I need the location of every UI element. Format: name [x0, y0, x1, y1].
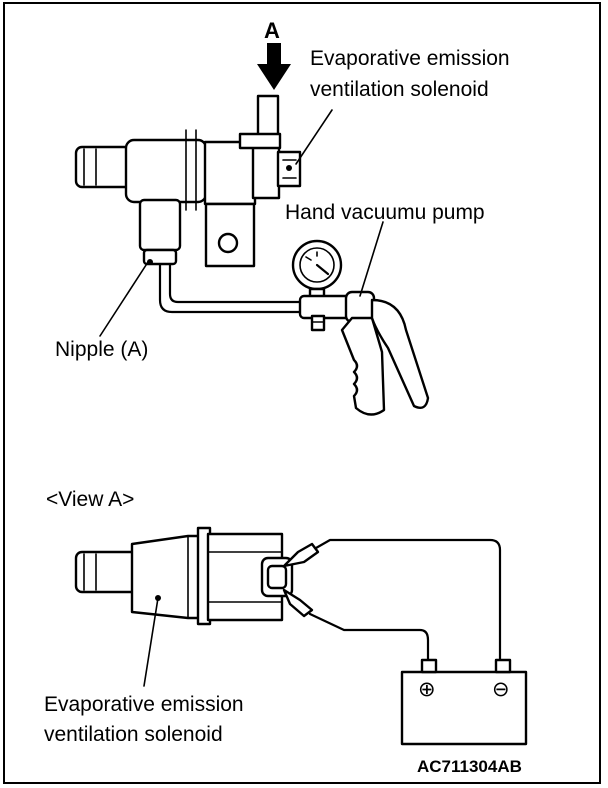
pump-nozzle — [310, 314, 326, 332]
battery-case — [400, 670, 528, 746]
figure-code: AC711304AB — [417, 757, 522, 776]
diagram-frame — [3, 2, 601, 784]
solenoid-label-top-line1: Evaporative emission — [310, 47, 510, 70]
nipple-body — [138, 198, 182, 252]
wire-to-negative — [314, 538, 502, 664]
solenoid-label-top-line2: ventilation solenoid — [310, 78, 489, 101]
wire-to-positive — [308, 612, 430, 664]
view-a-inlet-pipe — [74, 550, 142, 594]
test-leads — [282, 538, 502, 664]
pump-label: Hand vacuumu pump — [285, 201, 485, 224]
vacuum-hose-outer — [158, 262, 302, 314]
view-arrow-letter: A — [264, 18, 280, 43]
battery-minus-icon: ⊖ — [492, 678, 510, 701]
battery-terminal-positive — [420, 658, 438, 674]
leader-pump — [359, 221, 384, 297]
hand-vacuum-pump — [291, 239, 430, 416]
battery-plus-icon: ⊕ — [418, 678, 436, 701]
battery: ⊕ ⊖ — [400, 658, 528, 746]
bracket-hole — [217, 232, 239, 254]
clip-positive — [282, 542, 320, 568]
vacuum-hose-inner — [168, 262, 302, 304]
pump-handle-fixed — [340, 316, 386, 416]
nipple-label: Nipple (A) — [55, 338, 148, 361]
valve-cylinder — [124, 138, 208, 204]
pump-trigger-lever — [370, 298, 430, 409]
solenoid-label-bottom-line1: Evaporative emission — [44, 693, 244, 716]
solenoid-valve-side-view — [74, 94, 302, 268]
view-a-valve-body — [130, 534, 202, 620]
solenoid-coil — [203, 140, 257, 206]
leader-solenoid-top — [295, 109, 333, 165]
down-arrow-icon — [257, 43, 291, 90]
battery-terminal-negative — [494, 658, 512, 674]
view-a-title: <View A> — [46, 488, 134, 511]
leader-nipple — [99, 261, 149, 337]
solenoid-valve-view-a — [74, 526, 294, 626]
view-arrow: A — [257, 18, 291, 90]
leader-solenoid-bottom — [143, 597, 159, 687]
top-port-base — [238, 132, 282, 150]
clip-negative — [282, 588, 314, 618]
solenoid-label-bottom-line2: ventilation solenoid — [44, 723, 223, 746]
coil-cap — [251, 144, 281, 200]
